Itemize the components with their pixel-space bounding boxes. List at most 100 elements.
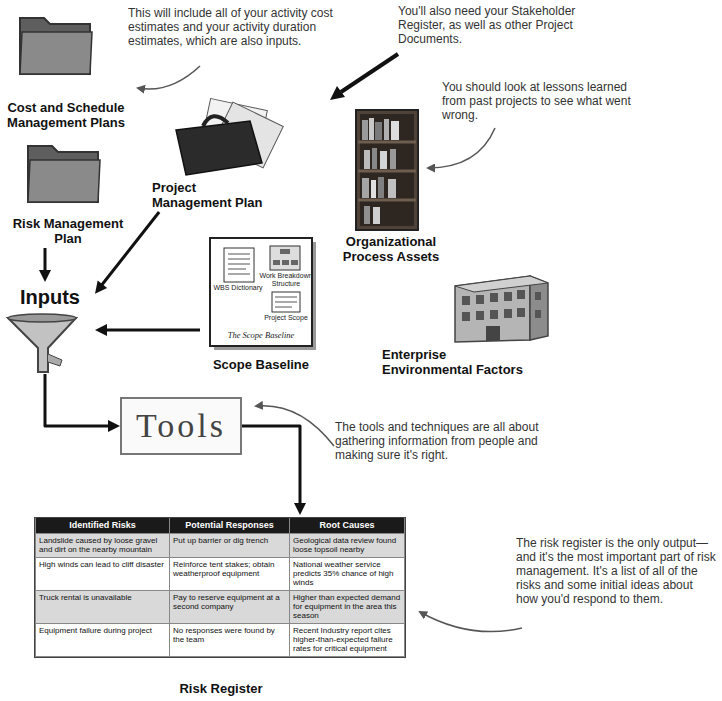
- bookshelf-icon-part: [375, 122, 382, 140]
- flow-arrow: [242, 426, 306, 515]
- table-cell: Geological data review found loose topso…: [290, 534, 405, 558]
- scope-card-part: [210, 238, 312, 346]
- flow-arrow: [95, 324, 200, 336]
- bookshelf-icon-part: [356, 110, 418, 230]
- scope-card-part: [291, 260, 298, 265]
- bookshelf-icon-part: [373, 207, 380, 224]
- item-label: Risk Management Plan: [12, 216, 124, 246]
- bookshelf-icon-part: [364, 206, 370, 224]
- bookshelf-icon: [356, 110, 418, 230]
- building-icon-part: [486, 326, 500, 341]
- table-cell: Higher than expected demand for equipmen…: [290, 591, 405, 624]
- bookshelf-icon-part: [369, 118, 374, 140]
- leader-arrow: [138, 66, 522, 632]
- bookshelf-icon-part: [362, 178, 369, 198]
- bookshelf-icon-part: [358, 170, 416, 173]
- table-header: Root Causes: [290, 518, 405, 534]
- arrow-head: [108, 420, 120, 432]
- pointer-arrow-part: [341, 54, 398, 92]
- arrow-head: [294, 503, 306, 515]
- item-label: Risk Register: [179, 681, 262, 696]
- scope-card-part: [275, 307, 292, 308]
- flow-line: [45, 374, 110, 426]
- bookshelf-icon-part: [388, 179, 396, 198]
- table-cell: No responses were found by the team: [170, 624, 290, 657]
- building-icon: [455, 276, 548, 342]
- bookshelf-icon-part: [362, 120, 368, 140]
- building-icon-part: [535, 292, 541, 300]
- flow-arrow: [39, 248, 51, 282]
- funnel-icon: [8, 314, 76, 372]
- item-label: Organizational Process Assets: [337, 234, 445, 264]
- inputs-funnel: Inputs: [5, 282, 95, 374]
- table-cell: Equipment failure during project: [35, 624, 170, 657]
- arrow-head: [95, 280, 107, 293]
- scope-card-part: [272, 292, 300, 312]
- handwritten-note: You should look at lessons learned from …: [442, 80, 642, 122]
- table-cell: Truck rental is unavailable: [35, 591, 170, 624]
- scope-card-part: [275, 297, 297, 298]
- input-document: Risk Management Plan: [10, 134, 126, 248]
- table-cell: Put up barrier or dig trench: [170, 534, 290, 558]
- folder-icon-part: [20, 32, 92, 74]
- scope-card-part: [228, 264, 250, 265]
- briefcase-icon-part: [176, 121, 262, 175]
- scope-card-part: [273, 260, 280, 265]
- briefcase-icon: [176, 98, 283, 175]
- input-document: Project Management Plan: [150, 96, 280, 212]
- scope-card-part: [224, 248, 254, 282]
- scope-baseline: Scope BaselineThe Scope Baseline: [200, 234, 322, 374]
- leader-arrow-part: [420, 612, 522, 632]
- funnel-icon-part: [8, 314, 76, 322]
- table-cell: Reinforce tent stakes; obtain weatherpro…: [170, 558, 290, 591]
- bookshelf-icon-part: [384, 119, 389, 140]
- bookshelf-icon-part: [371, 180, 376, 198]
- bookshelf-icon-part: [391, 121, 399, 140]
- leader-arrow-part: [138, 66, 200, 89]
- scope-card-part: [228, 259, 250, 260]
- tools-word: Tools: [136, 406, 226, 446]
- table-header: Potential Responses: [170, 518, 290, 534]
- handwritten-note: The risk register is the only output—and…: [516, 536, 716, 606]
- building-icon-part: [462, 296, 470, 305]
- briefcase-icon-part: [203, 116, 228, 126]
- input-document: Cost and Schedule Management Plans: [2, 2, 130, 132]
- scope-card: [210, 238, 316, 350]
- table-cell: High winds can lead to cliff disaster: [35, 558, 170, 591]
- handwritten-note: You'll also need your Stakeholder Regist…: [398, 4, 608, 46]
- building-icon-part: [504, 292, 512, 301]
- building-icon-part: [490, 310, 498, 319]
- input-document: Organizational Process Assets: [335, 104, 447, 266]
- scope-card-part: [270, 246, 300, 270]
- arrow-head: [39, 270, 51, 282]
- flow-line: [44, 248, 47, 272]
- building-icon-part: [476, 295, 484, 304]
- building-icon-part: [535, 310, 541, 318]
- pointer-arrow-part: [330, 86, 345, 100]
- leader-arrow-part: [428, 128, 495, 168]
- scope-card-part: [228, 254, 250, 255]
- funnel-icon-part: [8, 318, 76, 372]
- building-icon-part: [517, 308, 525, 317]
- flow-line: [105, 329, 200, 332]
- input-document: Enterprise Environmental Factors: [380, 268, 552, 379]
- scope-card-part: [228, 269, 246, 270]
- building-icon-part: [490, 293, 498, 302]
- funnel-icon-part: [48, 354, 62, 366]
- table-cell: Pay to reserve equipment at a second com…: [170, 591, 290, 624]
- document-caption: Project Scope: [262, 314, 310, 322]
- table-cell: Recent Industry report cites higher-than…: [290, 624, 405, 657]
- scope-card-part: [275, 302, 297, 303]
- scope-card-part: [280, 249, 290, 254]
- item-label: Scope Baseline: [213, 357, 309, 372]
- building-icon-part: [517, 290, 525, 299]
- bookshelf-icon-part: [380, 151, 387, 169]
- item-label: Project Management Plan: [152, 180, 272, 210]
- bookshelf-icon-part: [358, 141, 416, 144]
- building-icon-part: [504, 309, 512, 318]
- scope-card-part: [228, 274, 250, 275]
- scope-card-part: [282, 260, 289, 265]
- document-caption: Work Breakdown Structure: [259, 272, 313, 288]
- bookshelf-icon-part: [378, 177, 384, 198]
- stage-heading: Inputs: [20, 286, 80, 309]
